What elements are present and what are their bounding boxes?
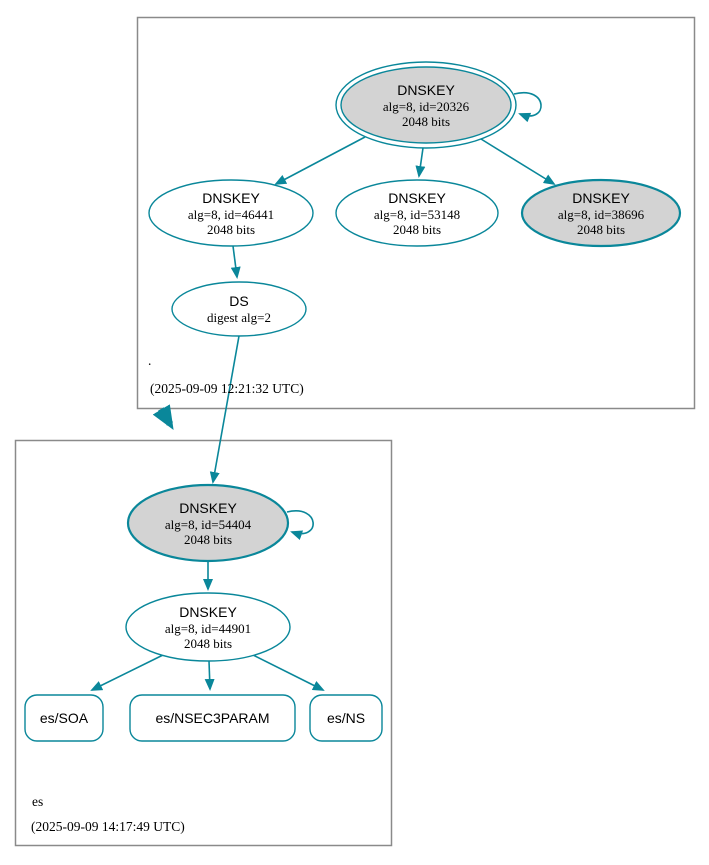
zone-name-root: . [148, 353, 152, 368]
edge-ksk20326-to-ksk38696 [480, 138, 556, 186]
dnskey-node-54404[interactable] [126, 483, 290, 563]
dnskey-node-20326[interactable] [335, 61, 517, 149]
dnskey-node-38696[interactable] [520, 178, 682, 248]
zone-box-es [14, 439, 393, 847]
rrset-node-es-nsec3param[interactable] [129, 694, 296, 742]
edge-ksk20326-to-zsk46441 [274, 136, 366, 185]
edge-zsk44901-to-soa [90, 654, 164, 691]
ds-node[interactable] [171, 281, 307, 337]
dnskey-node-53148[interactable] [335, 179, 499, 247]
zone-timestamp-es: (2025-09-09 14:17:49 UTC) [31, 819, 185, 834]
self-sign-loop-ksk20326 [513, 91, 542, 123]
zone-name-es: es [32, 794, 44, 809]
delegation-arrow-root-to-es [152, 404, 174, 431]
dnskey-node-44901[interactable] [125, 592, 291, 662]
rrset-node-es-soa[interactable] [24, 694, 104, 742]
edge-zsk46441-to-ds [230, 245, 241, 279]
rrset-node-es-ns[interactable] [309, 694, 383, 742]
edge-zsk44901-to-ns [252, 654, 325, 691]
zone-box-root [136, 16, 696, 410]
dnskey-node-46441[interactable] [148, 179, 314, 247]
zone-timestamp-root: (2025-09-09 12:21:32 UTC) [150, 381, 304, 396]
edge-zsk44901-to-nsec3param [204, 660, 215, 691]
self-sign-loop-ksk54404 [286, 510, 314, 540]
edge-ds-to-es-ksk54404 [209, 335, 240, 484]
edge-ksk20326-to-zsk53148 [415, 147, 426, 178]
